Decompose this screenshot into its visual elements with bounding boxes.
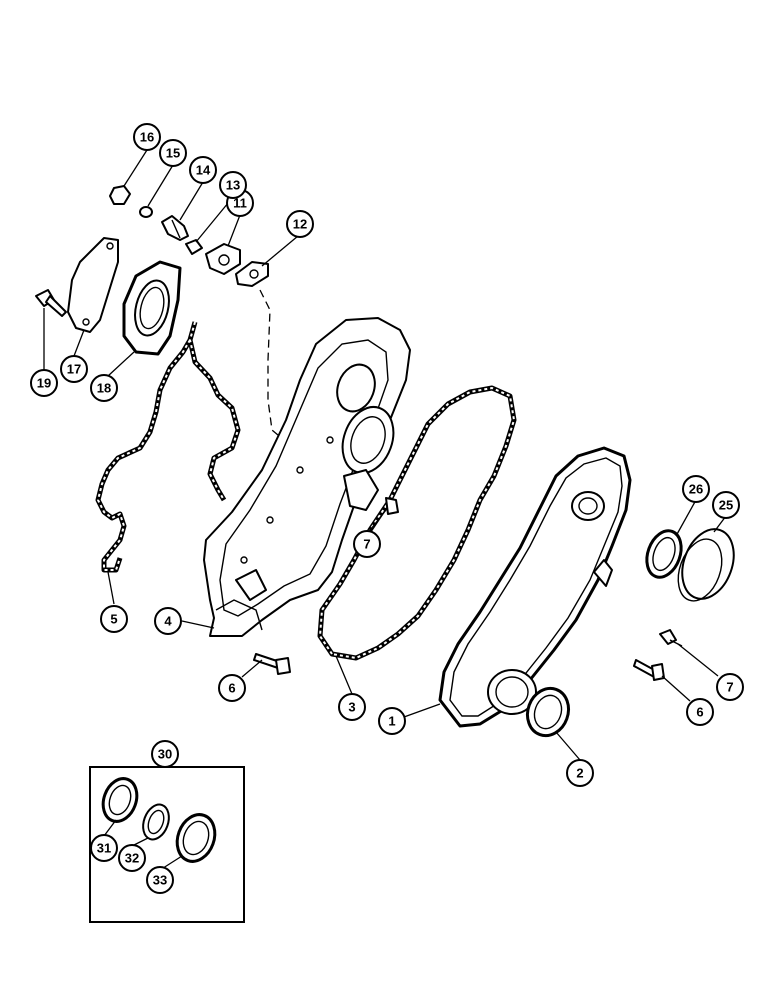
callout-16: 16 xyxy=(133,123,161,151)
svg-text:12: 12 xyxy=(293,217,307,232)
callout-4: 4 xyxy=(154,607,182,635)
part-15-oring xyxy=(139,206,153,218)
svg-text:18: 18 xyxy=(97,381,111,396)
svg-text:1: 1 xyxy=(388,714,395,729)
svg-text:16: 16 xyxy=(140,130,154,145)
svg-text:17: 17 xyxy=(67,362,81,377)
svg-text:7: 7 xyxy=(726,680,733,695)
part-4-gear-housing xyxy=(203,317,411,637)
callout-15: 15 xyxy=(159,139,187,167)
part-7-bolt-right xyxy=(659,629,683,647)
part-3-gasket xyxy=(317,385,517,661)
callout-7-right: 7 xyxy=(716,673,744,701)
callout-5: 5 xyxy=(100,605,128,633)
part-1-front-cover xyxy=(438,446,632,728)
svg-text:6: 6 xyxy=(696,705,703,720)
callout-7-left: 7 xyxy=(353,530,381,558)
svg-text:6: 6 xyxy=(228,681,235,696)
svg-text:7: 7 xyxy=(363,537,370,552)
callout-14: 14 xyxy=(189,156,217,184)
svg-text:19: 19 xyxy=(37,376,51,391)
part-5-gasket xyxy=(95,321,241,573)
svg-text:33: 33 xyxy=(153,873,167,888)
callout-13: 13 xyxy=(219,171,247,199)
kit-30-box xyxy=(89,766,245,923)
part-11-flange xyxy=(205,243,241,275)
callout-30: 30 xyxy=(151,740,179,768)
part-25-cap xyxy=(677,528,735,602)
svg-text:25: 25 xyxy=(719,498,733,513)
part-6-bolt-center xyxy=(253,653,291,675)
svg-text:26: 26 xyxy=(689,482,703,497)
svg-text:32: 32 xyxy=(125,851,139,866)
callout-3: 3 xyxy=(338,693,366,721)
part-31-seal xyxy=(101,777,139,823)
callout-25: 25 xyxy=(712,491,740,519)
svg-text:2: 2 xyxy=(576,766,583,781)
svg-text:11: 11 xyxy=(233,196,247,211)
callout-26: 26 xyxy=(682,475,710,503)
svg-text:30: 30 xyxy=(158,747,172,762)
callout-6-center: 6 xyxy=(218,674,246,702)
part-12-gasket xyxy=(235,261,269,287)
callout-1: 1 xyxy=(378,707,406,735)
part-13-plug xyxy=(185,239,203,255)
part-19-bolt xyxy=(35,289,67,317)
callout-31: 31 xyxy=(90,834,118,862)
part-33-seal xyxy=(175,813,217,863)
part-7-bolt-left xyxy=(385,497,399,515)
part-32-ring xyxy=(142,803,170,841)
callout-18: 18 xyxy=(90,374,118,402)
svg-text:3: 3 xyxy=(348,700,355,715)
callout-33: 33 xyxy=(146,866,174,894)
part-18-gasket xyxy=(122,260,182,356)
svg-text:13: 13 xyxy=(226,178,240,193)
part-6-bolt-right xyxy=(633,659,665,681)
part-16-nut xyxy=(109,185,131,205)
part-14-fitting xyxy=(161,215,189,241)
callout-32: 32 xyxy=(118,844,146,872)
part-17-cover-plate xyxy=(67,237,119,333)
svg-text:15: 15 xyxy=(166,146,180,161)
svg-text:4: 4 xyxy=(164,614,172,629)
part-26-seal xyxy=(645,529,683,579)
svg-text:31: 31 xyxy=(97,841,111,856)
callout-17: 17 xyxy=(60,355,88,383)
callout-19: 19 xyxy=(30,369,58,397)
part-2-seal xyxy=(525,686,571,738)
callout-12: 12 xyxy=(286,210,314,238)
svg-text:5: 5 xyxy=(110,612,117,627)
callout-2: 2 xyxy=(566,759,594,787)
callout-6-right: 6 xyxy=(686,698,714,726)
svg-text:14: 14 xyxy=(196,163,211,178)
alignment-line xyxy=(259,289,285,441)
